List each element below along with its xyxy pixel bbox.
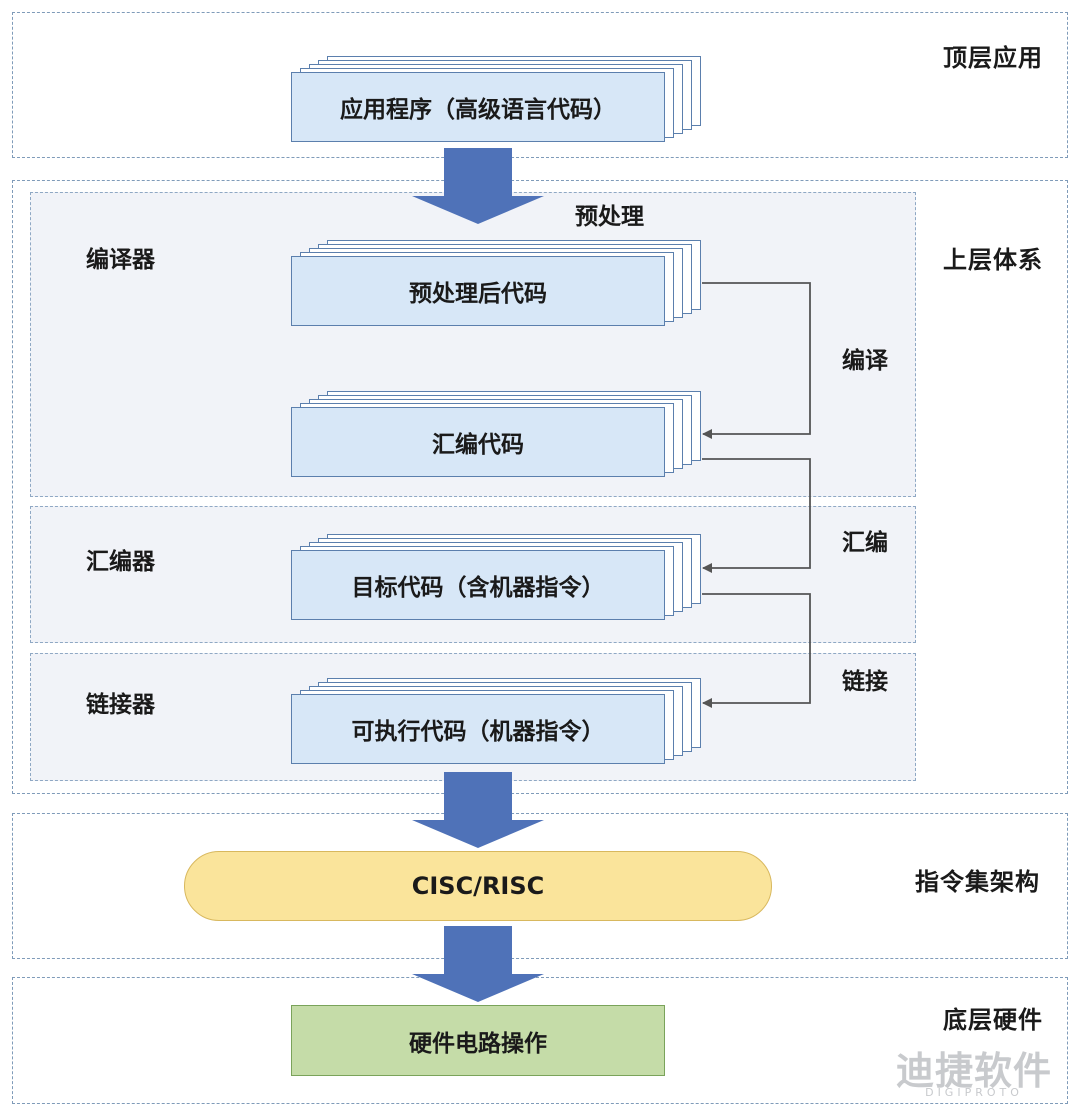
step-label-compile: 编译 (842, 348, 888, 374)
panel-title-assembler: 汇编器 (86, 549, 155, 575)
step-label-link: 链接 (842, 669, 888, 695)
layer-title-bottom-hardware: 底层硬件 (943, 1006, 1043, 1034)
box-assembly-code-label: 汇编代码 (291, 407, 665, 477)
panel-title-compiler: 编译器 (86, 247, 155, 273)
box-executable-code-label: 可执行代码（机器指令） (291, 694, 665, 764)
arrow-down-icon (412, 772, 544, 848)
panel-title-linker: 链接器 (86, 692, 155, 718)
layer-title-upper-system: 上层体系 (943, 246, 1043, 274)
layer-title-instruction-set: 指令集架构 (915, 868, 1040, 896)
arrow-down-icon (412, 148, 544, 224)
arrow-down-icon (412, 926, 544, 1002)
box-app-program-label: 应用程序（高级语言代码） (291, 72, 665, 142)
layer-upper-system (12, 180, 1068, 794)
box-isa: CISC/RISC (184, 851, 772, 921)
layer-title-top-application: 顶层应用 (943, 44, 1043, 72)
layer-instruction-set (12, 813, 1068, 959)
connector-compile (702, 282, 811, 439)
box-hardware: 硬件电路操作 (291, 1005, 665, 1076)
connector-assemble (702, 458, 811, 573)
step-label-preprocess: 预处理 (575, 204, 644, 230)
box-object-code-label: 目标代码（含机器指令） (291, 550, 665, 620)
box-preprocessed-code-label: 预处理后代码 (291, 256, 665, 326)
step-label-assemble: 汇编 (842, 530, 888, 556)
connector-link (702, 593, 811, 708)
watermark-logo-sub: DIGIPROTO (925, 1086, 1023, 1099)
watermark-logo: 迪捷软件 (895, 1049, 1052, 1093)
layer-bottom-hardware (12, 977, 1068, 1104)
layer-top-application (12, 12, 1068, 158)
